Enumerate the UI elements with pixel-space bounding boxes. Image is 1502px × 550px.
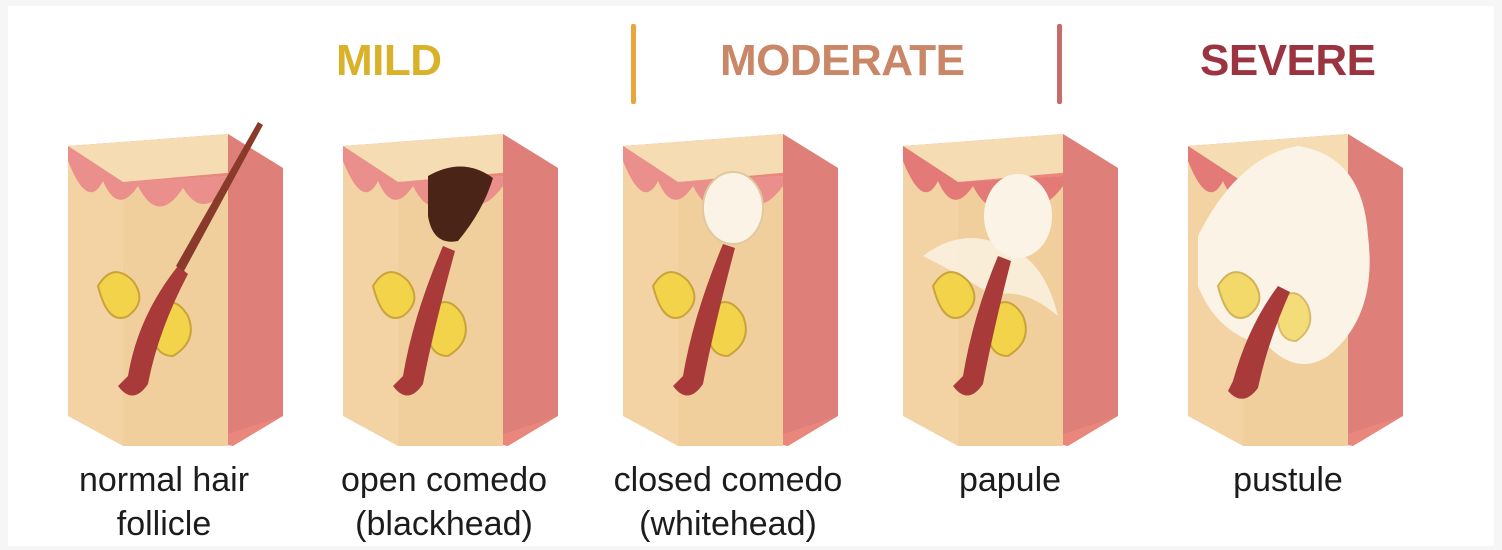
caption-line: papule	[860, 458, 1160, 502]
severity-label-mild: MILD	[336, 36, 442, 86]
normal-hair-follicle-illustration	[58, 116, 298, 456]
caption-line: normal hair	[14, 458, 314, 502]
stage-caption-normal: normal hair follicle	[14, 458, 314, 546]
blackhead-illustration	[333, 116, 573, 456]
papule-illustration	[893, 116, 1133, 456]
caption-line: open comedo	[294, 458, 594, 502]
acne-stages-figure: MILD MODERATE SEVERE	[8, 6, 1494, 546]
stage-caption-pustule: pustule	[1138, 458, 1438, 502]
severity-label-moderate: MODERATE	[720, 36, 965, 86]
stage-caption-closed-comedo: closed comedo (whitehead)	[578, 458, 878, 546]
caption-line: (whitehead)	[578, 502, 878, 546]
severity-label-severe: SEVERE	[1200, 36, 1376, 86]
whitehead-illustration	[613, 116, 853, 456]
caption-line: (blackhead)	[294, 502, 594, 546]
pustule-illustration	[1178, 116, 1418, 456]
severity-divider	[631, 24, 636, 104]
severity-divider	[1057, 24, 1062, 104]
caption-line: closed comedo	[578, 458, 878, 502]
caption-line: pustule	[1138, 458, 1438, 502]
stage-caption-open-comedo: open comedo (blackhead)	[294, 458, 594, 546]
caption-line: follicle	[14, 502, 314, 546]
stage-caption-papule: papule	[860, 458, 1160, 502]
